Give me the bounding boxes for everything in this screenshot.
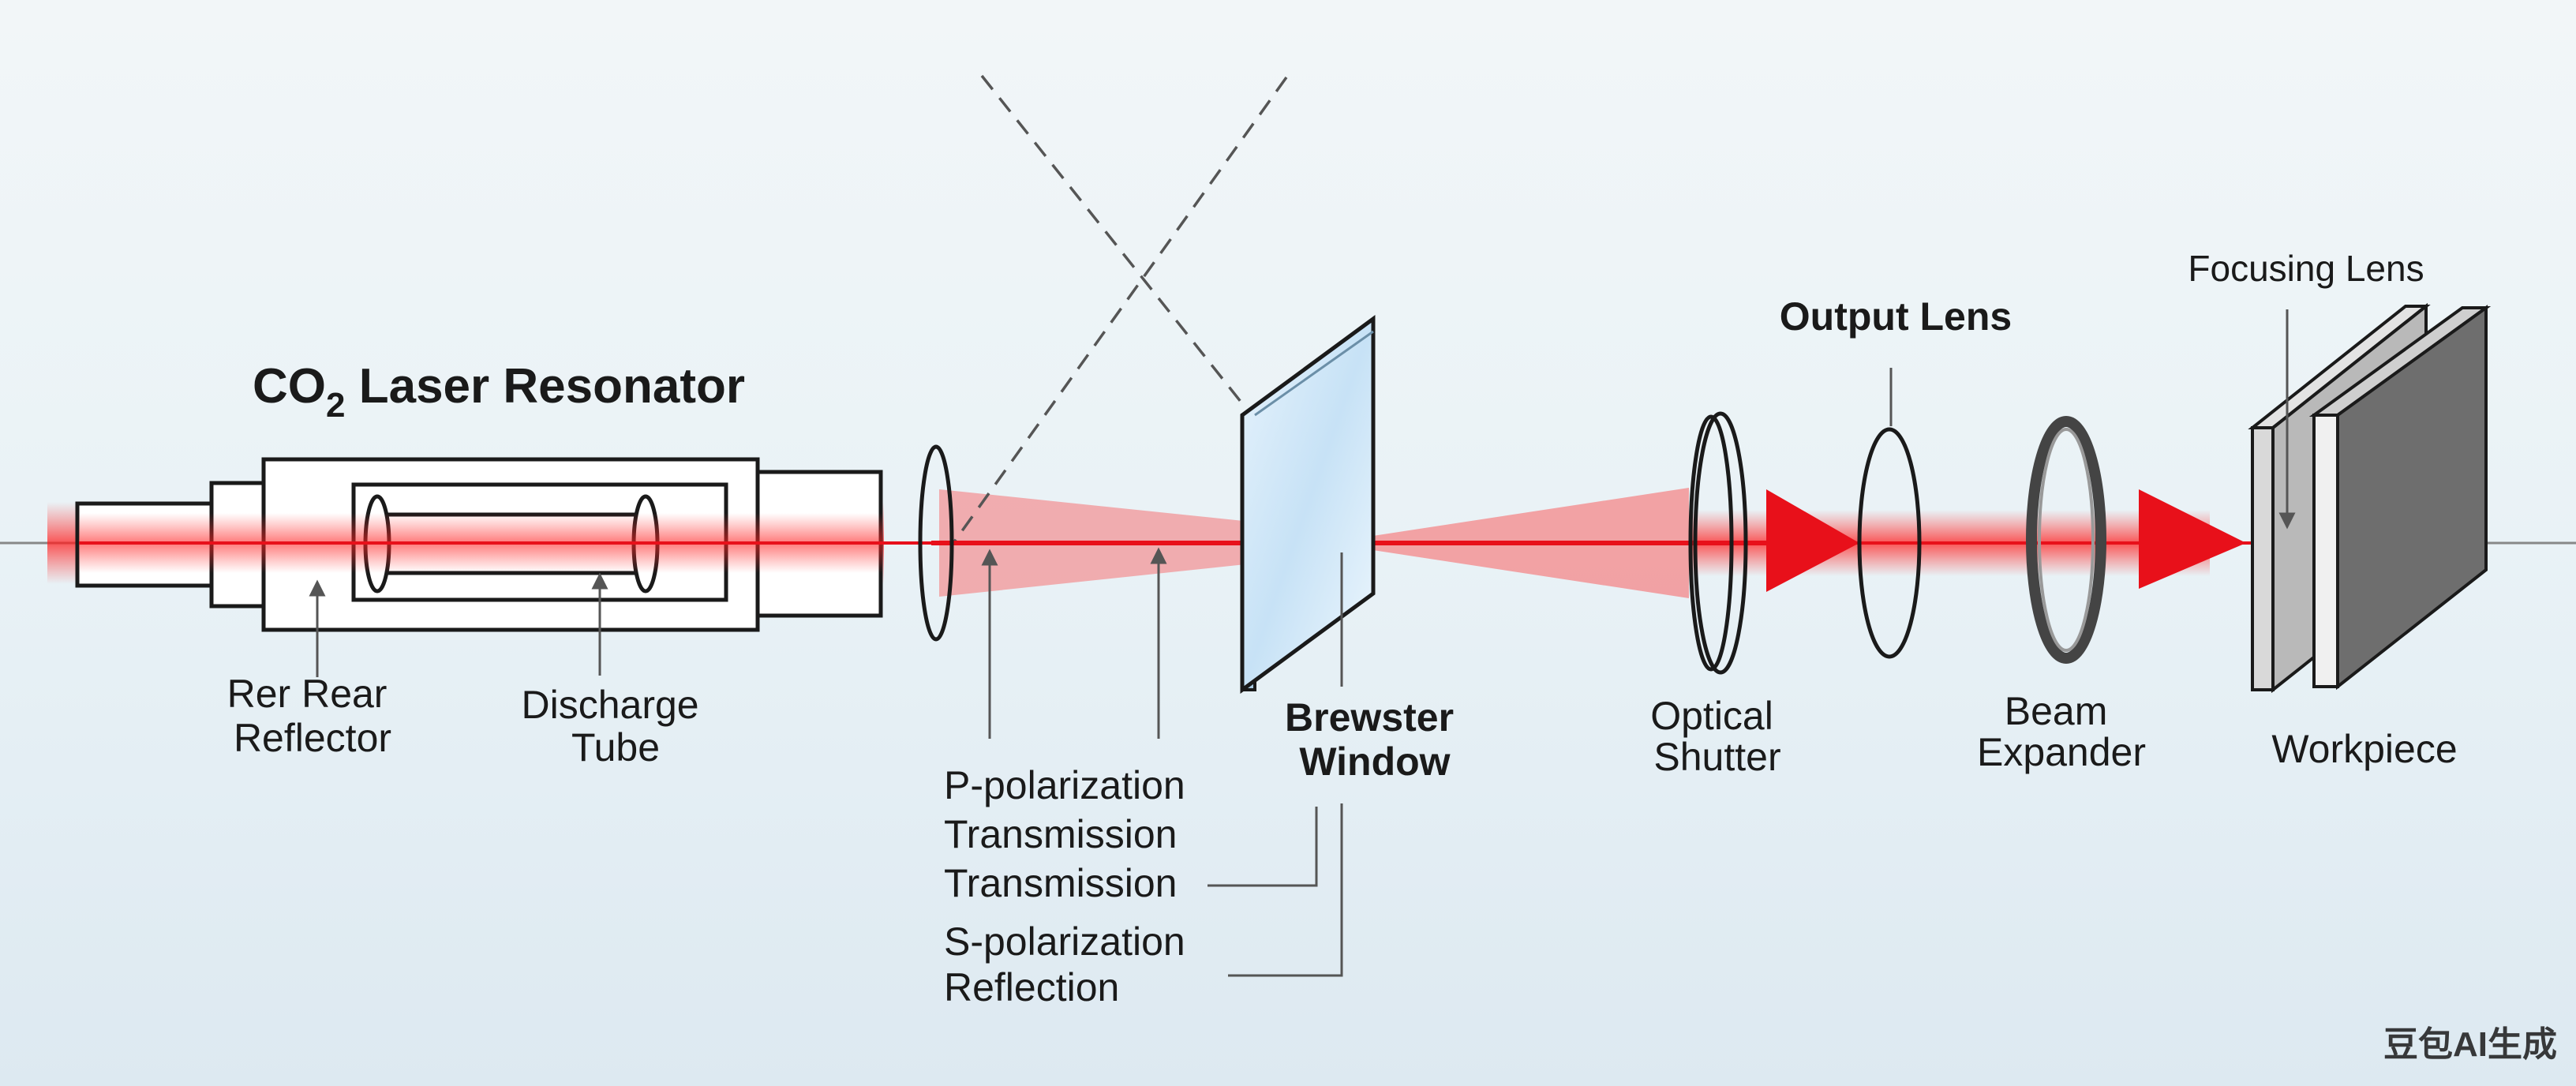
watermark: 豆包AI生成	[2383, 1025, 2557, 1064]
leader-brewster-transmission	[1208, 807, 1318, 887]
beam-expander-inner	[2038, 428, 2095, 652]
label-rear-reflector: Rer Rear Reflector	[227, 672, 399, 760]
label-workpiece: Workpiece	[2271, 727, 2457, 771]
brewster-window-glass	[1240, 315, 1376, 694]
label-optical-shutter: Optical Shutter	[1650, 694, 1784, 779]
label-polarization: P-polarization Transmission Transmission…	[944, 763, 1196, 1009]
workpiece-edge	[2312, 414, 2339, 688]
optical-shutter-front	[1688, 414, 1734, 672]
dashed-line-b	[952, 76, 1288, 545]
label-brewster-window: Brewster Window	[1285, 695, 1465, 784]
beam-expander-ring	[2026, 416, 2106, 664]
leader-brewster-reflection	[1228, 803, 1343, 977]
optical-shutter-back	[1693, 411, 1748, 675]
label-discharge-tube: Discharge Tube	[521, 683, 710, 770]
resonator-output-lens	[918, 444, 954, 642]
diagram-title: CO2 Laser Resonator	[253, 359, 745, 425]
label-beam-expander: Beam Expander	[1977, 689, 2146, 774]
focusing-lens-plate	[2251, 426, 2275, 691]
beam-arrow-2	[2139, 489, 2246, 589]
label-output-lens: Output Lens	[1780, 294, 2012, 339]
brewster-window-edge	[1254, 330, 1374, 417]
output-lens	[1857, 427, 1922, 659]
beam-arrow-1	[1766, 489, 1859, 592]
label-focusing-lens: Focusing Lens	[2188, 248, 2424, 289]
